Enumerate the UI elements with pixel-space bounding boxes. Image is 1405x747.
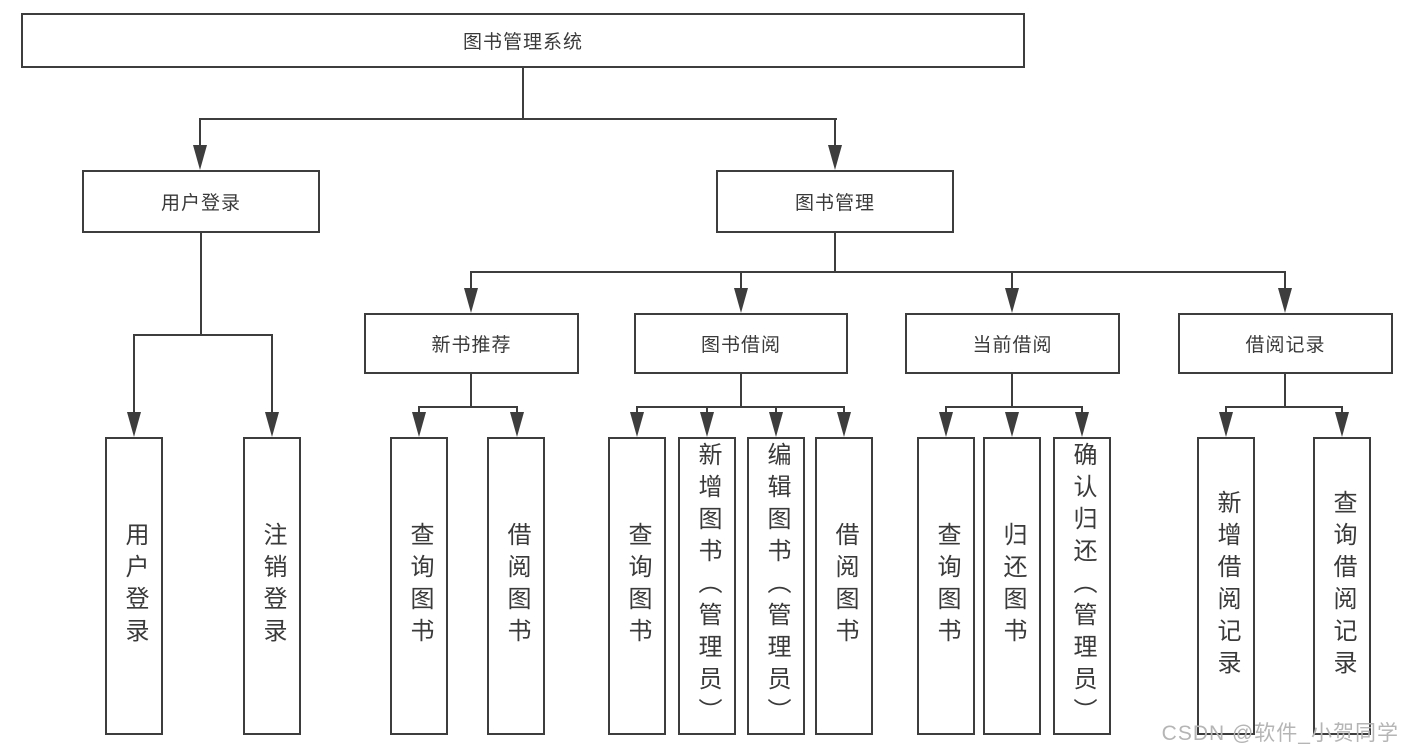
csdn-watermark: CSDN @软件_小贺同学 [1161, 722, 1399, 745]
leaf-current-return-books: 归还图书 [983, 437, 1041, 735]
node-new-book-recommend: 新书推荐 [364, 313, 579, 374]
node-borrowing-records: 借阅记录 [1178, 313, 1393, 374]
arrow-down-icon [510, 412, 524, 437]
node-label: 用户登录 [121, 522, 148, 650]
connector-line [1284, 374, 1286, 408]
node-label: 新增图书（管理员） [694, 442, 721, 730]
node-book-borrowing: 图书借阅 [634, 313, 848, 374]
node-label: 编辑图书（管理员） [763, 442, 790, 730]
connector-line [843, 406, 845, 414]
connector-line [271, 334, 273, 414]
connector-line [133, 334, 273, 336]
node-label: 注销登录 [259, 522, 286, 650]
node-root: 图书管理系统 [21, 13, 1025, 68]
arrow-down-icon [769, 412, 783, 437]
arrow-down-icon [412, 412, 426, 437]
leaf-logout: 注销登录 [243, 437, 301, 735]
arrow-down-icon [1005, 288, 1019, 313]
node-label: 图书借阅 [700, 335, 781, 356]
leaf-borrowing-borrow-books: 借阅图书 [815, 437, 873, 735]
connector-line [1081, 406, 1083, 414]
leaf-current-query-books: 查询图书 [917, 437, 975, 735]
node-label: 借阅图书 [503, 522, 530, 650]
connector-line [1011, 374, 1013, 408]
arrow-down-icon [630, 412, 644, 437]
node-book-management: 图书管理 [716, 170, 954, 233]
node-label: 确认归还（管理员） [1069, 442, 1096, 730]
node-label: 用户登录 [160, 193, 241, 214]
node-label: 图书管理 [794, 193, 875, 214]
connector-line [1225, 406, 1227, 414]
connector-line [522, 68, 524, 118]
node-label: 查询借阅记录 [1329, 490, 1356, 682]
connector-line [1284, 271, 1286, 289]
node-label: 查询图书 [406, 522, 433, 650]
connector-line [418, 406, 518, 408]
node-user-login: 用户登录 [82, 170, 320, 233]
node-current-borrowing: 当前借阅 [905, 313, 1120, 374]
arrow-down-icon [265, 412, 279, 437]
arrow-down-icon [464, 288, 478, 313]
connector-line [1341, 406, 1343, 414]
node-label: 当前借阅 [972, 335, 1053, 356]
arrow-down-icon [734, 288, 748, 313]
leaf-user-login: 用户登录 [105, 437, 163, 735]
leaf-borrowing-query-books: 查询图书 [608, 437, 666, 735]
connector-line [636, 406, 845, 408]
node-label: 新书推荐 [431, 335, 512, 356]
node-label: 新增借阅记录 [1213, 490, 1240, 682]
arrow-down-icon [939, 412, 953, 437]
connector-line [834, 118, 836, 148]
node-label: 查询图书 [933, 522, 960, 650]
connector-line [775, 406, 777, 414]
arrow-down-icon [1075, 412, 1089, 437]
connector-line [133, 334, 135, 414]
connector-line [740, 271, 742, 289]
connector-line [470, 271, 472, 289]
leaf-borrowing-add-books-admin: 新增图书（管理员） [678, 437, 736, 735]
arrow-down-icon [837, 412, 851, 437]
node-label: 借阅记录 [1245, 335, 1326, 356]
connector-line [470, 271, 1286, 273]
connector-line [636, 406, 638, 414]
connector-line [1011, 271, 1013, 289]
node-label: 查询图书 [624, 522, 651, 650]
connector-line [199, 118, 837, 120]
leaf-borrowing-edit-books-admin: 编辑图书（管理员） [747, 437, 805, 735]
arrow-down-icon [1335, 412, 1349, 437]
node-label: 借阅图书 [831, 522, 858, 650]
leaf-records-query-record: 查询借阅记录 [1313, 437, 1371, 735]
node-label: 图书管理系统 [462, 32, 583, 53]
arrow-down-icon [127, 412, 141, 437]
connector-line [470, 374, 472, 408]
arrow-down-icon [1278, 288, 1292, 313]
arrow-down-icon [1005, 412, 1019, 437]
leaf-recommend-borrow-books: 借阅图书 [487, 437, 545, 735]
connector-line [740, 374, 742, 408]
connector-line [200, 233, 202, 335]
connector-line [199, 118, 201, 148]
node-label: 归还图书 [999, 522, 1026, 650]
leaf-current-confirm-return-admin: 确认归还（管理员） [1053, 437, 1111, 735]
connector-line [706, 406, 708, 414]
connector-line [516, 406, 518, 414]
connector-line [418, 406, 420, 414]
arrow-down-icon [828, 145, 842, 170]
connector-line [945, 406, 1083, 408]
arrow-down-icon [700, 412, 714, 437]
leaf-records-add-record: 新增借阅记录 [1197, 437, 1255, 735]
connector-line [1225, 406, 1343, 408]
arrow-down-icon [193, 145, 207, 170]
connector-line [834, 233, 836, 273]
connector-line [945, 406, 947, 414]
arrow-down-icon [1219, 412, 1233, 437]
leaf-recommend-query-books: 查询图书 [390, 437, 448, 735]
